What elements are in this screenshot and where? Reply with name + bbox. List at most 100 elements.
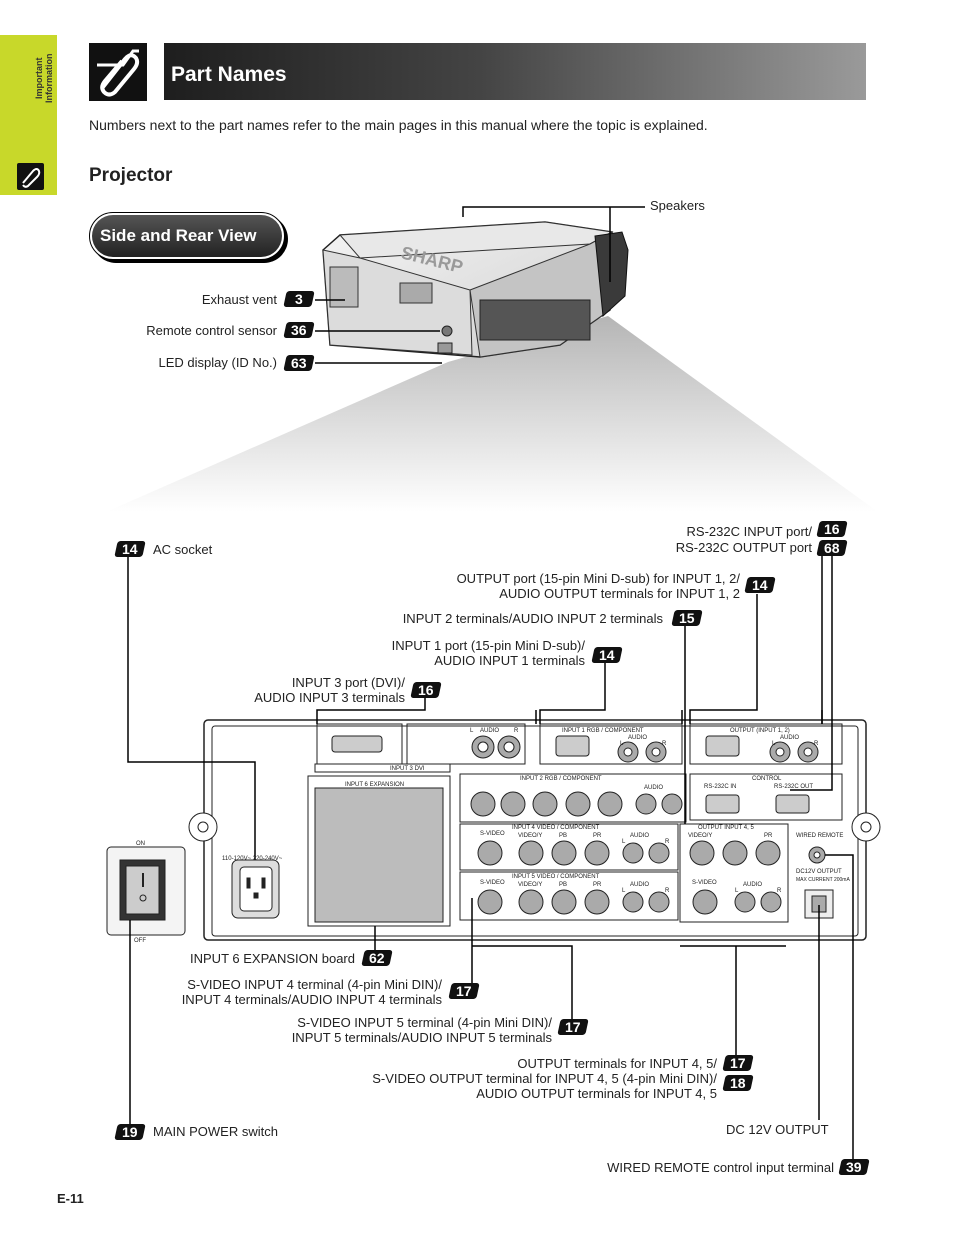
panel-label-svideo-out: S-VIDEO xyxy=(692,880,717,886)
view-beam xyxy=(106,316,878,512)
label-input3-line1: INPUT 3 port (DVI)/ xyxy=(291,675,405,690)
panel-label-l4: L xyxy=(622,839,626,845)
page-badge-svideo4: 17 xyxy=(448,983,480,999)
panel-label-videoy4: VIDEO/Y xyxy=(518,833,542,839)
label-output-line2: AUDIO OUTPUT terminals for INPUT 1, 2 xyxy=(499,586,740,601)
paperclip-icon xyxy=(17,163,44,190)
panel-label-r5: R xyxy=(665,888,670,894)
intro-text: Numbers next to the part names refer to … xyxy=(89,117,708,133)
panel-label-input3: INPUT 3 DVI xyxy=(390,766,425,772)
page-badge-rs232-in: 16 xyxy=(816,521,848,537)
page-badge-wired: 39 xyxy=(838,1159,870,1175)
panel-label-videoy5: VIDEO/Y xyxy=(518,882,542,888)
panel-label-l1: L xyxy=(620,741,624,747)
label-output-line1: OUTPUT port (15-pin Mini D-sub) for INPU… xyxy=(456,571,740,586)
panel-label-r-out45: R xyxy=(777,888,782,894)
panel-label-svideo5: S-VIDEO xyxy=(480,880,505,886)
page-badge-input2: 15 xyxy=(671,610,703,626)
projector-body: SHARP xyxy=(322,221,629,358)
page-badge-input6: 62 xyxy=(361,950,393,966)
panel-label-input1: INPUT 1 RGB / COMPONENT xyxy=(562,728,644,734)
page-badge-output45-a: 17 xyxy=(722,1055,754,1071)
panel-label-audio2: AUDIO xyxy=(644,785,663,791)
panel-label-pb5: PB xyxy=(559,882,567,888)
label-output45-line1: OUTPUT terminals for INPUT 4, 5/ xyxy=(517,1056,717,1071)
page-badge-output45-b: 18 xyxy=(722,1075,754,1091)
panel-label-rs-out: RS-232C OUT xyxy=(774,784,813,790)
panel-label-pr5: PR xyxy=(593,882,602,888)
panel-label-rs-in: RS-232C IN xyxy=(704,784,736,790)
page-badge-led: 63 xyxy=(283,355,315,371)
panel-label-input6: INPUT 6 EXPANSION xyxy=(345,782,404,788)
panel-label-r1: R xyxy=(662,741,667,747)
label-input3: INPUT 3 port (DVI)/ AUDIO INPUT 3 termin… xyxy=(254,675,405,705)
label-output45-line3: AUDIO OUTPUT terminals for INPUT 4, 5 xyxy=(476,1086,717,1101)
label-input1-line2: AUDIO INPUT 1 terminals xyxy=(434,653,585,668)
panel-label-l-out12: L xyxy=(772,741,776,747)
panel-label-input5: INPUT 5 VIDEO / COMPONENT xyxy=(512,874,600,880)
panel-label-input4: INPUT 4 VIDEO / COMPONENT xyxy=(512,825,600,831)
view-label: Side and Rear View xyxy=(100,226,257,245)
section-title: Projector xyxy=(89,165,173,186)
top-leader-lines xyxy=(315,206,645,364)
label-rs232: RS-232C INPUT port/ RS-232C OUTPUT port xyxy=(676,524,812,555)
panel-label-r-out12: R xyxy=(814,741,819,747)
page-number: E-11 xyxy=(57,1191,84,1206)
label-input1-line1: INPUT 1 port (15-pin Mini D-sub)/ xyxy=(391,638,585,653)
label-input2: INPUT 2 terminals/AUDIO INPUT 2 terminal… xyxy=(402,611,663,626)
page-header: Part Names xyxy=(164,43,866,100)
label-rs232-line2: RS-232C OUTPUT port xyxy=(675,540,812,555)
panel-label-output45: OUTPUT INPUT 4, 5 xyxy=(698,825,754,831)
panel-label-audio-out: AUDIO xyxy=(743,882,762,888)
label-svideo4-line2: INPUT 4 terminals/AUDIO INPUT 4 terminal… xyxy=(181,992,442,1007)
panel-label-audio5: AUDIO xyxy=(630,882,649,888)
panel-label-wired-remote: WIRED REMOTE xyxy=(796,833,843,839)
label-rs232-line1: RS-232C INPUT port/ xyxy=(686,524,812,539)
label-input3-line2: AUDIO INPUT 3 terminals xyxy=(254,690,405,705)
panel-label-audio3: AUDIO xyxy=(480,728,499,734)
label-svideo5-line2: INPUT 5 terminals/AUDIO INPUT 5 terminal… xyxy=(291,1030,552,1045)
view-label-pill: Side and Rear View xyxy=(89,212,285,260)
panel-label-audio1: AUDIO xyxy=(628,735,647,741)
panel-label-l3: L xyxy=(470,728,474,734)
paperclip-icon xyxy=(89,43,147,101)
label-dc12v: DC 12V OUTPUT xyxy=(726,1122,829,1137)
panel-label-dc-out: DC12V OUTPUT xyxy=(796,869,842,875)
panel-label-r4: R xyxy=(665,839,670,845)
rear-leader-lines xyxy=(127,556,854,1162)
page-badge-remote: 36 xyxy=(283,322,315,338)
panel-label-control: CONTROL xyxy=(752,776,782,782)
panel-label-videoy-out: VIDEO/Y xyxy=(688,833,712,839)
label-wired-remote: WIRED REMOTE control input terminal xyxy=(607,1160,834,1175)
page-badge-exhaust: 3 xyxy=(283,291,315,307)
page-title: Part Names xyxy=(171,63,287,86)
panel-labels: ON OFF 110-120V~ 220-240V~ INPUT 3 DVI I… xyxy=(134,728,850,944)
panel-label-output12: OUTPUT (INPUT 1, 2) xyxy=(730,728,790,734)
page-badge-ac: 14 xyxy=(114,541,146,557)
label-svideo4-line1: S-VIDEO INPUT 4 terminal (4-pin Mini DIN… xyxy=(187,977,442,992)
panel-label-voltage: 110-120V~ 220-240V~ xyxy=(222,856,283,862)
label-main-power: MAIN POWER switch xyxy=(153,1124,278,1139)
label-input1: INPUT 1 port (15-pin Mini D-sub)/ AUDIO … xyxy=(392,638,585,668)
panel-label-svideo4: S-VIDEO xyxy=(480,831,505,837)
page-badge-power: 19 xyxy=(114,1124,146,1140)
rear-panel xyxy=(106,719,881,941)
label-output45-line2: S-VIDEO OUTPUT terminal for INPUT 4, 5 (… xyxy=(372,1071,717,1086)
panel-label-l5: L xyxy=(622,888,626,894)
page-badge-input1: 14 xyxy=(591,647,623,663)
label-svideo5: S-VIDEO INPUT 5 terminal (4-pin Mini DIN… xyxy=(292,1015,552,1045)
label-output45: OUTPUT terminals for INPUT 4, 5/ S-VIDEO… xyxy=(372,1056,717,1101)
panel-label-l-out45: L xyxy=(735,888,739,894)
panel-label-dc-max: MAX CURRENT 200mA xyxy=(796,877,850,883)
label-ac-socket: AC socket xyxy=(153,542,213,557)
label-output-port: OUTPUT port (15-pin Mini D-sub) for INPU… xyxy=(457,571,740,601)
panel-label-r3: R xyxy=(514,728,519,734)
label-exhaust-vent: Exhaust vent xyxy=(201,292,277,307)
panel-label-pr-out: PR xyxy=(764,833,773,839)
panel-label-audio4: AUDIO xyxy=(630,833,649,839)
label-speakers: Speakers xyxy=(650,198,705,213)
label-remote-sensor: Remote control sensor xyxy=(146,323,277,338)
panel-label-pb4: PB xyxy=(559,833,567,839)
page-badge-rs232-out: 68 xyxy=(816,540,848,556)
panel-label-pr4: PR xyxy=(593,833,602,839)
